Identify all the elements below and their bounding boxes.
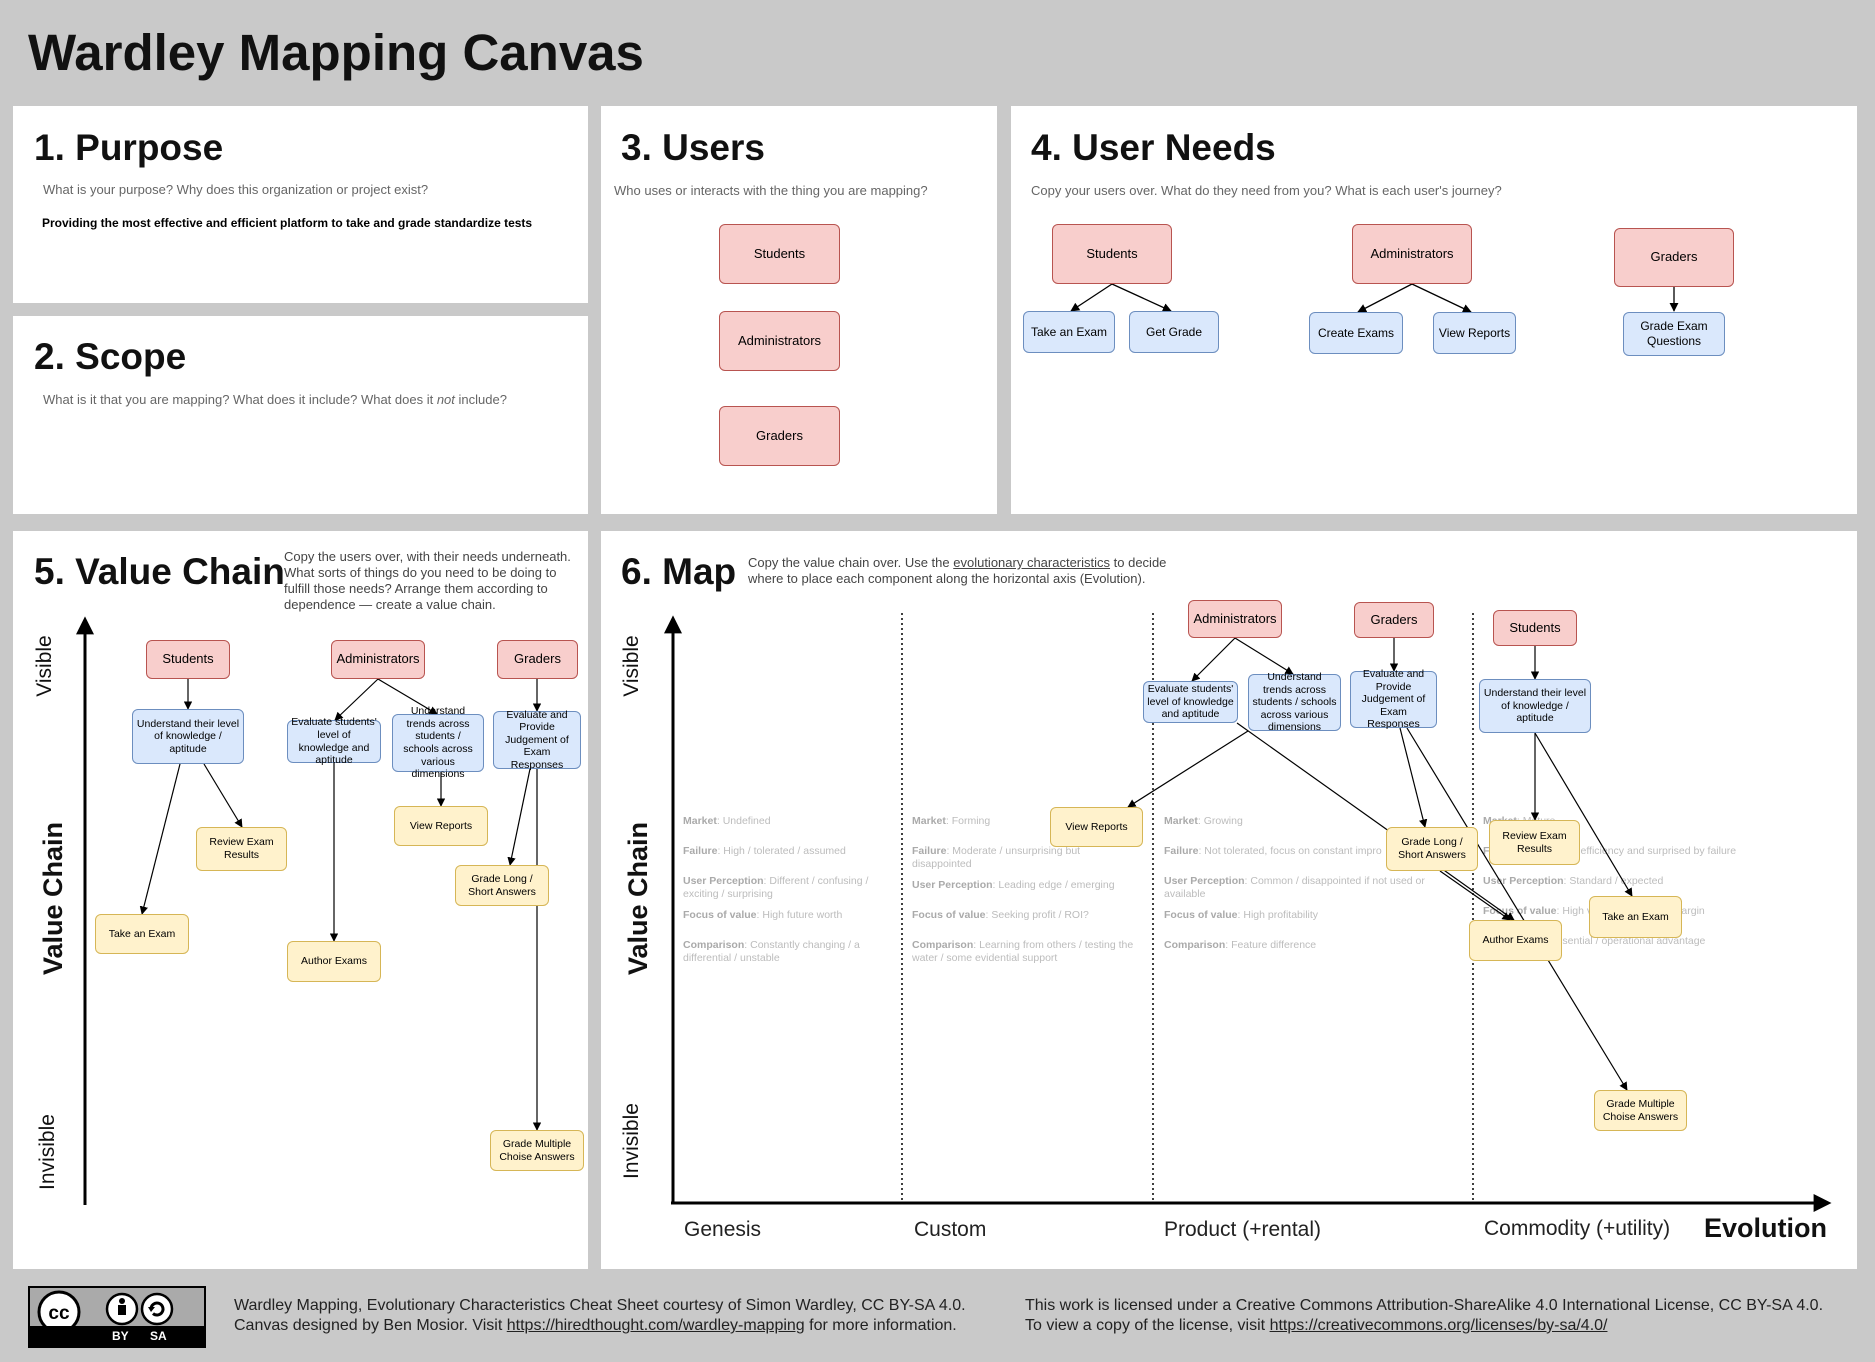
- map-node-take-exam[interactable]: Take an Exam: [1589, 896, 1682, 938]
- stage-genesis: Genesis: [684, 1218, 762, 1241]
- map-node-grade-long[interactable]: Grade Long / Short Answers: [1386, 827, 1478, 871]
- purpose-answer[interactable]: Providing the most effective and efficie…: [42, 216, 533, 230]
- map-node-view-reports[interactable]: View Reports: [1050, 807, 1143, 847]
- users-prompt: Who uses or interacts with the thing you…: [614, 183, 928, 198]
- vc-node-understand[interactable]: Understand their level of knowledge / ap…: [132, 709, 244, 764]
- value-chain-prompt: Copy the users over, with their needs un…: [284, 549, 571, 612]
- cc-badge-bar: BY SA: [30, 1326, 204, 1346]
- purpose-panel: 1. Purpose What is your purpose? Why doe…: [13, 106, 588, 303]
- purpose-prompt: What is your purpose? Why does this orga…: [43, 182, 429, 197]
- vc-node-view-reports[interactable]: View Reports: [394, 806, 488, 846]
- map-node-trends[interactable]: Understand trends across students / scho…: [1248, 671, 1341, 733]
- user-needs-title: 4. User Needs: [1031, 127, 1276, 168]
- hiredthought-link[interactable]: https://hiredthought.com/wardley-mapping: [506, 1317, 805, 1334]
- value-chain-title: 5. Value Chain: [34, 551, 285, 592]
- stage-custom: Custom: [914, 1218, 987, 1241]
- characteristics-product: Market: Growing Failure: Not tolerated, …: [1164, 815, 1425, 951]
- need-view-reports[interactable]: View Reports: [1433, 312, 1516, 354]
- evolution-axis-label: Evolution: [1704, 1213, 1827, 1243]
- vc-node-take-exam[interactable]: Take an Exam: [95, 914, 189, 954]
- need-create-exams[interactable]: Create Exams: [1309, 312, 1403, 354]
- vc-node-administrators[interactable]: Administrators: [331, 640, 425, 679]
- need-grade-exam-questions[interactable]: Grade Exam Questions: [1623, 312, 1725, 356]
- need-take-exam[interactable]: Take an Exam: [1023, 311, 1115, 353]
- stage-commodity: Commodity (+utility): [1484, 1217, 1671, 1240]
- vc-node-students[interactable]: Students: [146, 640, 230, 679]
- users-title: 3. Users: [621, 127, 765, 168]
- map-node-author[interactable]: Author Exams: [1469, 920, 1562, 961]
- map-title: 6. Map: [621, 551, 737, 592]
- footer-credit: Wardley Mapping, Evolutionary Characteri…: [234, 1297, 966, 1334]
- footer-license: This work is licensed under a Creative C…: [1025, 1297, 1824, 1334]
- map-node-grade-mc[interactable]: Grade Multiple Choise Answers: [1594, 1090, 1687, 1131]
- user-needs-prompt: Copy your users over. What do they need …: [1031, 183, 1502, 198]
- svg-text:cc: cc: [48, 1303, 70, 1324]
- evolutionary-characteristics-link[interactable]: evolutionary characteristics: [953, 555, 1111, 570]
- user-card-graders[interactable]: Graders: [719, 406, 840, 466]
- user-card-students[interactable]: Students: [719, 224, 840, 284]
- map-prompt: Copy the value chain over. Use the evolu…: [748, 555, 1167, 586]
- scope-panel: 2. Scope What is it that you are mapping…: [13, 316, 588, 514]
- characteristics-genesis: Market: Undefined Failure: High / tolera…: [683, 815, 869, 964]
- purpose-title: 1. Purpose: [34, 127, 224, 168]
- vc-node-author[interactable]: Author Exams: [287, 941, 381, 982]
- needs-user-graders[interactable]: Graders: [1614, 228, 1734, 287]
- user-needs-panel: 4. User Needs Copy your users over. What…: [1011, 106, 1857, 514]
- map-node-administrators[interactable]: Administrators: [1188, 600, 1282, 638]
- vc-node-judgement[interactable]: Evaluate and Provide Judgement of Exam R…: [493, 709, 581, 771]
- user-card-administrators[interactable]: Administrators: [719, 311, 840, 371]
- needs-user-students[interactable]: Students: [1052, 224, 1172, 284]
- vc-node-grade-long[interactable]: Grade Long / Short Answers: [455, 865, 549, 906]
- page-title: Wardley Mapping Canvas: [28, 24, 644, 81]
- characteristics-custom: Market: Forming Failure: Moderate / unsu…: [912, 815, 1134, 964]
- value-chain-panel: 5. Value Chain Copy the users over, with…: [13, 531, 588, 1269]
- scope-title: 2. Scope: [34, 336, 187, 377]
- vc-node-evaluate[interactable]: Evaluate students' level of knowledge an…: [287, 716, 381, 766]
- vc-node-graders[interactable]: Graders: [497, 640, 578, 679]
- map-node-review[interactable]: Review Exam Results: [1489, 820, 1580, 865]
- cc-license-badge[interactable]: cc BY SA: [28, 1286, 206, 1348]
- map-node-students[interactable]: Students: [1493, 610, 1577, 646]
- map-node-graders[interactable]: Graders: [1354, 602, 1434, 638]
- cc-license-link[interactable]: https://creativecommons.org/licenses/by-…: [1269, 1317, 1608, 1334]
- scope-prompt: What is it that you are mapping? What do…: [43, 392, 507, 407]
- cc-icons: cc: [37, 1290, 174, 1328]
- stage-product: Product (+rental): [1164, 1218, 1321, 1241]
- need-get-grade[interactable]: Get Grade: [1129, 311, 1219, 353]
- map-node-judgement[interactable]: Evaluate and Provide Judgement of Exam R…: [1350, 668, 1437, 730]
- map-node-evaluate[interactable]: Evaluate students' level of knowledge an…: [1143, 681, 1238, 723]
- needs-user-administrators[interactable]: Administrators: [1352, 224, 1472, 284]
- vc-node-grade-mc[interactable]: Grade Multiple Choise Answers: [490, 1130, 584, 1171]
- map-node-understand[interactable]: Understand their level of knowledge / ap…: [1479, 679, 1591, 733]
- vc-node-review[interactable]: Review Exam Results: [196, 827, 287, 871]
